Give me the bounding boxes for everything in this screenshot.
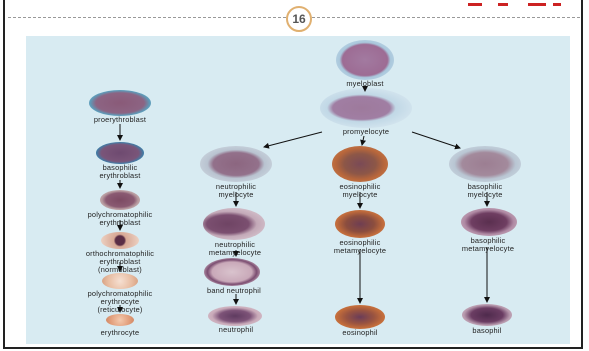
proerythroblast-label: proerythroblast — [80, 116, 160, 124]
neutrophilic-myelocyte-cell — [200, 146, 272, 182]
neutrophil-cell — [208, 306, 262, 326]
orthochromatophilic-erythroblast-label: orthochromatophilic erythroblast (normob… — [66, 250, 174, 274]
eosinophilic-metamyelocyte-label: eosinophilic metamyelocyte — [320, 239, 400, 255]
neutrophilic-myelocyte-label: neutrophilic myelocyte — [198, 183, 274, 199]
neutrophilic-metamyelocyte-label: neutrophilic metamyelocyte — [196, 241, 274, 257]
promyelocyte-label: promyelocyte — [326, 128, 406, 136]
eosinophilic-myelocyte-cell — [332, 146, 388, 182]
band-neutrophil-cell — [204, 258, 260, 286]
polychromatophilic-erythrocyte-cell — [102, 273, 138, 289]
page-number-badge: 16 — [286, 6, 312, 32]
eosinophil-label: eosinophil — [322, 329, 398, 337]
basophil-label: basophil — [449, 327, 525, 335]
band-neutrophil-label: band neutrophil — [194, 287, 274, 295]
header-rule-right — [312, 17, 580, 18]
header-red-marks — [458, 0, 568, 6]
polychromatophilic-erythroblast-cell — [100, 190, 140, 210]
myeloblast-cell — [336, 40, 394, 80]
header-rule-left — [8, 17, 286, 18]
basophilic-myelocyte-cell — [449, 146, 521, 182]
basophilic-erythroblast-label: basophilic erythroblast — [80, 164, 160, 180]
neutrophil-label: neutrophil — [198, 326, 274, 334]
neutrophilic-metamyelocyte-cell — [203, 208, 265, 240]
erythrocyte-cell — [106, 314, 134, 326]
orthochromatophilic-erythroblast-cell — [101, 232, 139, 249]
eosinophilic-myelocyte-label: eosinophilic myelocyte — [322, 183, 398, 199]
polychromatophilic-erythrocyte-label: polychromatophilic erythrocyte (reticulo… — [66, 290, 174, 314]
erythrocyte-label: erythrocyte — [80, 329, 160, 337]
eosinophilic-metamyelocyte-cell — [335, 210, 385, 238]
basophil-cell — [462, 304, 512, 326]
eosinophil-cell — [335, 305, 385, 329]
basophilic-myelocyte-label: basophilic myelocyte — [447, 183, 523, 199]
myeloblast-label: myeloblast — [330, 80, 400, 88]
proerythroblast-cell — [89, 90, 151, 116]
basophilic-metamyelocyte-cell — [461, 208, 517, 236]
basophilic-metamyelocyte-label: basophilic metamyelocyte — [446, 237, 530, 253]
promyelocyte-cell — [320, 88, 412, 128]
basophilic-erythroblast-cell — [96, 142, 144, 164]
polychromatophilic-erythroblast-label: polychromatophilic erythroblast — [70, 211, 170, 227]
